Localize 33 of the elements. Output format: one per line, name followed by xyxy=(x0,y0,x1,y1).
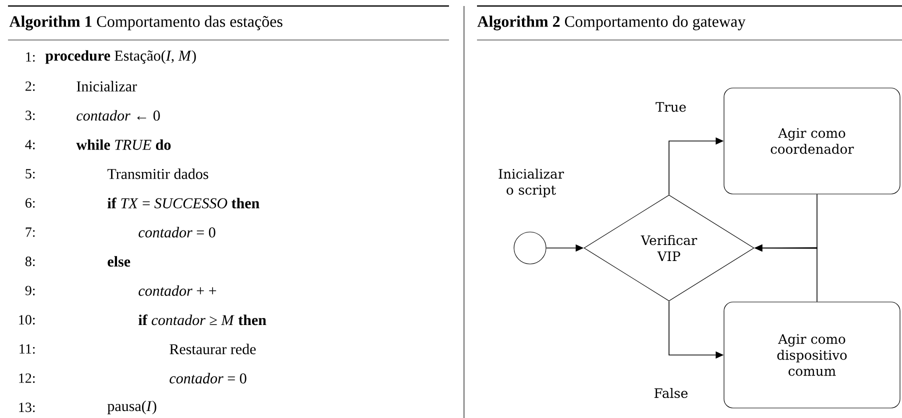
line-number: 12: xyxy=(19,373,35,383)
code-line: contador ← 0 xyxy=(76,110,160,121)
line-number: 11: xyxy=(20,344,35,354)
code-line: Restaurar rede xyxy=(170,344,256,354)
line-number: 2: xyxy=(26,81,35,91)
line-number: 6: xyxy=(26,198,35,208)
line-number: 9: xyxy=(25,286,35,296)
edge-label: False xyxy=(652,386,690,400)
line-number: 1: xyxy=(26,52,35,62)
code-line: procedure Estação(I, M) xyxy=(45,50,196,64)
line-number: 13: xyxy=(19,402,35,412)
line-number: 5: xyxy=(26,169,35,178)
code-line: contador + + xyxy=(138,285,216,296)
code-line: Inicializar xyxy=(76,80,137,92)
code-line: Transmitir dados xyxy=(107,168,208,180)
process-box: Agir como coordenador xyxy=(724,88,900,194)
code-line: while TRUE do xyxy=(76,139,171,150)
code-line: if TX = SUCCESSO then xyxy=(108,198,260,208)
code-line: else xyxy=(108,256,130,267)
caption-header: Algorithm 2 Comportamento do gateway xyxy=(477,16,746,30)
edge-label: True xyxy=(654,101,688,113)
line-number: 10: xyxy=(19,315,35,325)
caption-header: Algorithm 1 Comportamento das estações xyxy=(9,16,282,30)
line-number: 8: xyxy=(25,256,35,266)
code-line: contador = 0 xyxy=(138,226,216,238)
code-line: if contador ≥ M then xyxy=(138,314,266,326)
line-number: 7: xyxy=(26,228,35,237)
line-number: 3: xyxy=(26,110,35,120)
code-line: pausa(I) xyxy=(107,400,156,414)
process-box: Agir como dispositivo comum xyxy=(724,302,900,408)
line-number: 4: xyxy=(25,140,35,150)
code-line: contador = 0 xyxy=(170,372,246,384)
node-label: Inicializar o script xyxy=(498,168,564,198)
